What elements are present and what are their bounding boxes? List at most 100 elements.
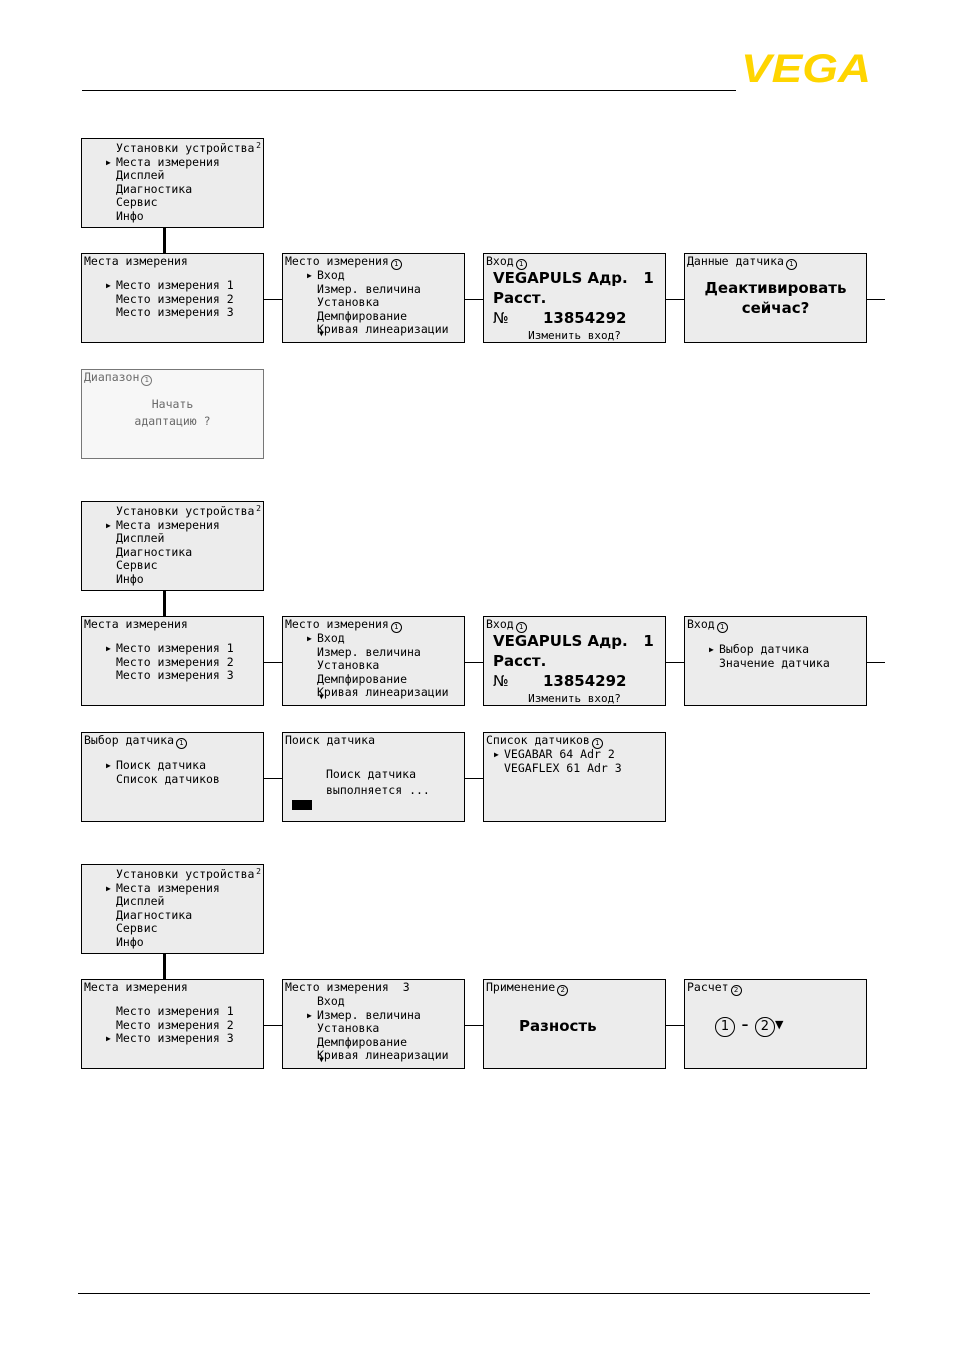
menu-item-device-settings[interactable]: Установки устройства bbox=[116, 141, 255, 155]
connector bbox=[465, 662, 483, 663]
place-item-2[interactable]: Место измерения 2 bbox=[116, 654, 234, 669]
input-item-sensor-select[interactable]: Выбор датчика bbox=[709, 642, 830, 657]
scroll-down-icon[interactable]: ▼ bbox=[319, 1055, 324, 1065]
measurement-places-screen: Места измерения Место измерения 1 Место … bbox=[81, 616, 264, 706]
change-input-prompt[interactable]: Изменить вход? bbox=[528, 692, 621, 705]
menu-item-diagnostics[interactable]: Диагностика bbox=[116, 907, 193, 922]
place-item-setup[interactable]: Установка bbox=[317, 1021, 380, 1036]
menu-item-device-settings[interactable]: Установки устройства bbox=[116, 867, 255, 881]
superscript-two: 2 bbox=[256, 867, 261, 876]
superscript-two: 2 bbox=[256, 504, 261, 513]
connector-vertical bbox=[163, 954, 166, 980]
input-sensor-line: VEGAPULS Адр. 1 bbox=[493, 632, 654, 650]
deactivate-line: Деактивировать bbox=[704, 279, 847, 297]
application-value[interactable]: Разность bbox=[519, 1017, 597, 1035]
place-item-linearization[interactable]: Кривая линеаризации bbox=[317, 322, 449, 337]
connector bbox=[264, 299, 282, 300]
place-item-2[interactable]: Место измерения 2 bbox=[116, 1017, 234, 1032]
menu-item-diagnostics[interactable]: Диагностика bbox=[116, 181, 193, 196]
menu-item-info[interactable]: Инфо bbox=[116, 571, 144, 586]
input-serial-value: 13854292 bbox=[543, 309, 627, 327]
place-item-linearization[interactable]: Кривая линеаризации bbox=[317, 1048, 449, 1063]
menu-item-service[interactable]: Сервис bbox=[116, 558, 158, 573]
search-progress-line: выполняется ... bbox=[326, 783, 430, 797]
range-adapt-line: адаптацию ? bbox=[134, 414, 211, 428]
input-serial-label: № bbox=[493, 672, 509, 690]
place-item-1[interactable]: Место измерения 1 bbox=[106, 641, 234, 656]
place-item-setup[interactable]: Установка bbox=[317, 658, 380, 673]
circle-one-icon: 1 bbox=[515, 259, 527, 270]
connector bbox=[264, 1025, 282, 1026]
main-menu-screen: 2 Установки устройства Места измерения Д… bbox=[81, 501, 264, 591]
measurement-places-screen: Места измерения Место измерения 1 Место … bbox=[81, 979, 264, 1069]
menu-item-measurement-places[interactable]: Места измерения bbox=[106, 518, 254, 533]
connector bbox=[666, 299, 684, 300]
superscript-two: 2 bbox=[256, 141, 261, 150]
sensor-item-search[interactable]: Поиск датчика bbox=[106, 758, 220, 773]
place-item-input[interactable]: Вход bbox=[307, 631, 449, 646]
connector bbox=[666, 662, 684, 663]
place-item-damping[interactable]: Демпфирование bbox=[317, 308, 408, 323]
menu-item-display[interactable]: Дисплей bbox=[116, 894, 165, 909]
range-start-line: Начать bbox=[151, 397, 194, 411]
screen-title: Место измерения 3 bbox=[285, 980, 410, 994]
change-input-prompt[interactable]: Изменить вход? bbox=[528, 329, 621, 342]
menu-item-diagnostics[interactable]: Диагностика bbox=[116, 544, 193, 559]
menu-item-info[interactable]: Инфо bbox=[116, 934, 144, 949]
connector bbox=[465, 1025, 483, 1026]
place-item-measured-value[interactable]: Измер. величина bbox=[307, 1008, 449, 1023]
deactivate-now-line: сейчас? bbox=[741, 299, 810, 317]
connector bbox=[465, 299, 483, 300]
calculation-formula[interactable]: 1 - 2▼ bbox=[715, 1014, 784, 1037]
measurement-place-3-screen: Место измерения 3 Вход Измер. величина У… bbox=[282, 979, 465, 1069]
scroll-down-icon[interactable]: ▼ bbox=[319, 692, 324, 702]
place-item-setup[interactable]: Установка bbox=[317, 295, 380, 310]
place-item-damping[interactable]: Демпфирование bbox=[317, 671, 408, 686]
place-item-measured-value[interactable]: Измер. величина bbox=[317, 644, 421, 659]
place-item-input[interactable]: Вход bbox=[317, 994, 345, 1008]
place-item-damping[interactable]: Демпфирование bbox=[317, 1034, 408, 1049]
scroll-down-icon[interactable]: ▼ bbox=[319, 329, 324, 339]
place-item-input[interactable]: Вход bbox=[307, 268, 449, 283]
screen-title: Вход bbox=[687, 617, 715, 631]
sensor-list-item-vegaflex[interactable]: VEGAFLEX 61 Adr 3 bbox=[504, 760, 622, 775]
sensor-list-item-vegabar[interactable]: VEGABAR 64 Adr 2 bbox=[494, 747, 622, 762]
input-distance-label: Расст. bbox=[493, 652, 547, 670]
place-item-1[interactable]: Место измерения 1 bbox=[106, 278, 234, 293]
menu-item-device-settings[interactable]: Установки устройства bbox=[116, 504, 255, 518]
menu-item-service[interactable]: Сервис bbox=[116, 195, 158, 210]
input-distance-label: Расст. bbox=[493, 289, 547, 307]
menu-item-display[interactable]: Дисплей bbox=[116, 531, 165, 546]
circle-one-icon: 1 bbox=[785, 259, 797, 270]
connector-continue bbox=[867, 299, 885, 300]
input-item-sensor-value[interactable]: Значение датчика bbox=[719, 655, 830, 670]
menu-item-measurement-places[interactable]: Места измерения bbox=[106, 155, 254, 170]
screen-title: Места измерения bbox=[84, 980, 188, 994]
circle-one-icon: 1 bbox=[176, 738, 188, 749]
place-item-2[interactable]: Место измерения 2 bbox=[116, 291, 234, 306]
screen-title: Места измерения bbox=[84, 254, 188, 268]
connector bbox=[465, 778, 483, 779]
place-item-3[interactable]: Место измерения 3 bbox=[116, 305, 234, 320]
place-item-3[interactable]: Место измерения 3 bbox=[106, 1032, 234, 1046]
calculation-operator: - bbox=[741, 1012, 749, 1036]
input-serial-label: № bbox=[493, 309, 509, 327]
search-line: Поиск датчика bbox=[326, 767, 417, 781]
place-item-measured-value[interactable]: Измер. величина bbox=[317, 281, 421, 296]
place-item-3[interactable]: Место измерения 3 bbox=[116, 668, 234, 683]
dropdown-arrow-icon[interactable]: ▼ bbox=[774, 1018, 784, 1031]
place-item-1[interactable]: Место измерения 1 bbox=[116, 1004, 234, 1018]
circle-one-icon: 1 bbox=[716, 622, 728, 633]
menu-item-service[interactable]: Сервис bbox=[116, 921, 158, 936]
menu-item-measurement-places[interactable]: Места измерения bbox=[106, 881, 254, 896]
screen-title: Данные датчика bbox=[687, 254, 784, 268]
sensor-item-list[interactable]: Список датчиков bbox=[116, 771, 220, 786]
menu-item-info[interactable]: Инфо bbox=[116, 208, 144, 223]
menu-item-display[interactable]: Дисплей bbox=[116, 168, 165, 183]
place-item-linearization[interactable]: Кривая линеаризации bbox=[317, 685, 449, 700]
connector-vertical bbox=[163, 591, 166, 617]
